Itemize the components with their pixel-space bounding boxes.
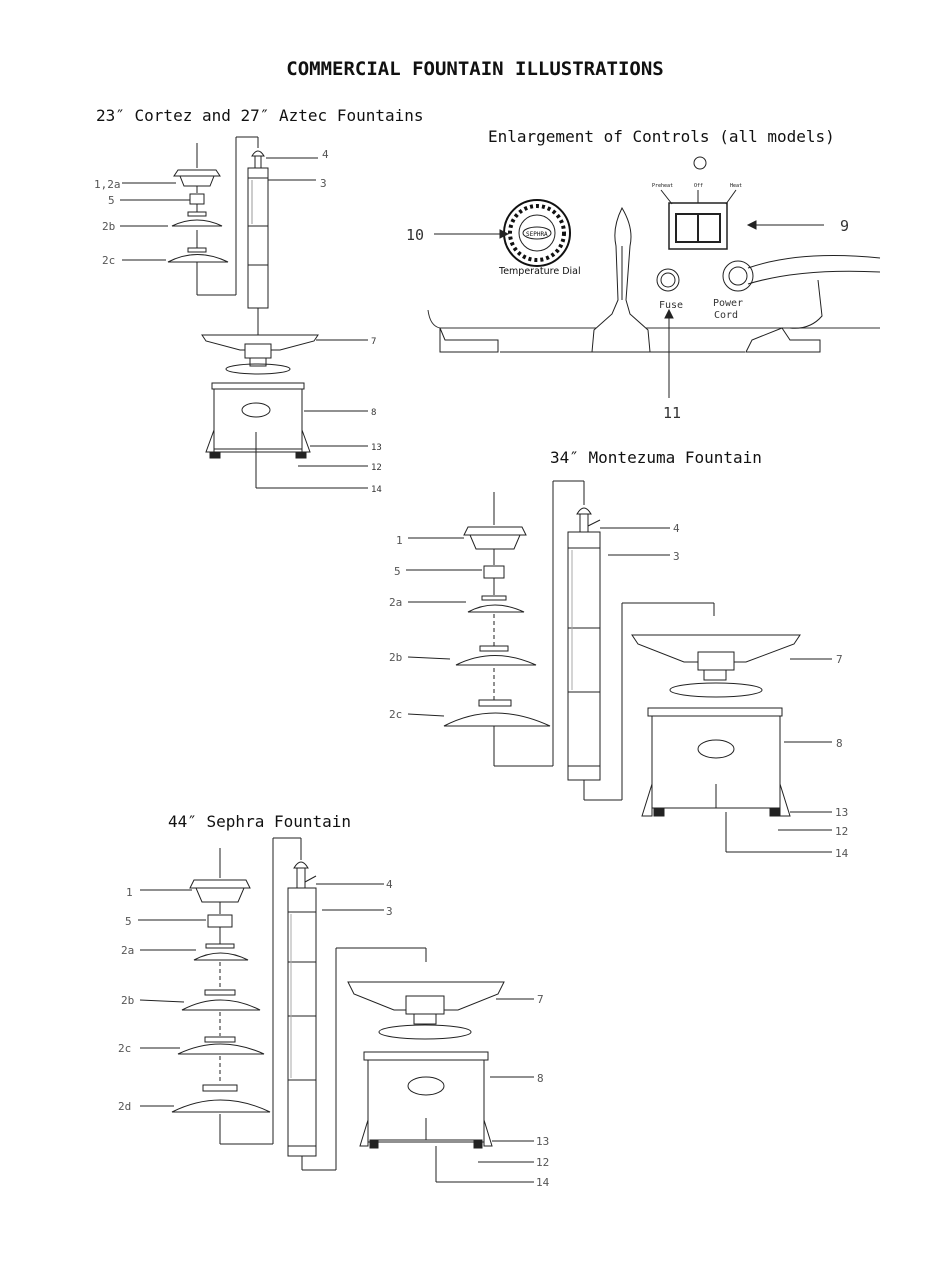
cortez-base — [205, 382, 311, 488]
control-handle — [591, 206, 651, 353]
cord-label: Cord — [714, 310, 738, 321]
fuse-holder[interactable] — [656, 268, 680, 292]
label-2d: 2d — [118, 1100, 131, 1113]
label-11: 11 — [663, 404, 681, 422]
label-13: 13 — [835, 806, 848, 819]
montezuma-diagram: 1 5 2a 2b 2c 4 3 7 8 13 12 14 — [389, 480, 849, 860]
label-12: 12 — [371, 463, 382, 473]
label-4: 4 — [322, 148, 329, 161]
cortez-aztec-diagram: 1,2a 5 2b 2c 4 3 7 8 13 12 14 — [94, 136, 382, 495]
sephra-leaders — [138, 883, 534, 1183]
cortez-tiers — [167, 136, 259, 296]
label-2b: 2b — [389, 651, 402, 664]
label-8: 8 — [371, 408, 376, 418]
label-13: 13 — [371, 443, 382, 453]
label-7: 7 — [371, 337, 376, 347]
label-5: 5 — [125, 915, 132, 928]
page-title: COMMERCIAL FOUNTAIN ILLUSTRATIONS — [286, 58, 664, 80]
montezuma-leaders — [406, 527, 832, 853]
label-2a: 2a — [121, 944, 134, 957]
sephra-diagram: 1 5 2a 2b 2c 2d 4 3 7 8 13 12 14 — [118, 837, 550, 1189]
label-3: 3 — [386, 905, 393, 918]
label-5: 5 — [108, 194, 115, 207]
label-8: 8 — [537, 1072, 544, 1085]
dial-logo-icon: SEPHRA — [526, 231, 548, 238]
dial-caption: Temperature Dial — [498, 266, 581, 277]
label-12: 12 — [835, 825, 848, 838]
label-14: 14 — [835, 847, 849, 860]
montezuma-bowl — [631, 634, 801, 698]
cortez-aztec-title: 23″ Cortez and 27″ Aztec Fountains — [96, 106, 424, 125]
label-12: 12 — [536, 1156, 549, 1169]
label-7: 7 — [836, 653, 843, 666]
cortez-bowl — [201, 334, 319, 375]
sephra-auger-tube — [287, 861, 427, 1171]
cortez-leaders — [120, 157, 368, 489]
label-9: 9 — [840, 217, 849, 235]
sephra-bowl — [347, 981, 505, 1040]
label-4: 4 — [386, 878, 393, 891]
power-switch[interactable] — [660, 156, 737, 250]
sephra-base — [359, 1051, 493, 1182]
power-label: Power — [713, 298, 743, 309]
label-10: 10 — [406, 226, 424, 244]
label-7: 7 — [537, 993, 544, 1006]
label-2a: 2a — [389, 596, 402, 609]
fuse-label: Fuse — [659, 300, 683, 311]
switch-preheat-label: Preheat — [652, 183, 673, 189]
label-2b: 2b — [102, 220, 115, 233]
label-2b: 2b — [121, 994, 134, 1007]
label-14: 14 — [536, 1176, 550, 1189]
switch-heat-label: Heat — [730, 183, 742, 189]
label-4: 4 — [673, 522, 680, 535]
sephra-title: 44″ Sephra Fountain — [168, 812, 352, 831]
controls-title: Enlargement of Controls (all models) — [488, 127, 835, 146]
sephra-tiers — [171, 837, 302, 1145]
controls-diagram: SEPHRA Temperature Dial Preheat Off Heat — [406, 156, 881, 422]
label-1: 1 — [396, 534, 403, 547]
montezuma-tiers — [443, 480, 585, 767]
montezuma-auger-tube — [567, 507, 715, 801]
switch-off-label: Off — [694, 183, 703, 189]
montezuma-base — [641, 707, 791, 852]
label-3: 3 — [320, 177, 327, 190]
label-2c: 2c — [102, 254, 115, 267]
cortez-auger-tube — [247, 150, 269, 336]
label-2c: 2c — [389, 708, 402, 721]
label-2c: 2c — [118, 1042, 131, 1055]
label-14: 14 — [371, 485, 382, 495]
power-cord — [722, 255, 881, 329]
label-3: 3 — [673, 550, 680, 563]
label-8: 8 — [836, 737, 843, 750]
temperature-dial[interactable]: SEPHRA — [503, 199, 571, 267]
montezuma-title: 34″ Montezuma Fountain — [550, 448, 762, 467]
label-1-2a: 1,2a — [94, 178, 121, 191]
label-13: 13 — [536, 1135, 549, 1148]
label-5: 5 — [394, 565, 401, 578]
label-1: 1 — [126, 886, 133, 899]
